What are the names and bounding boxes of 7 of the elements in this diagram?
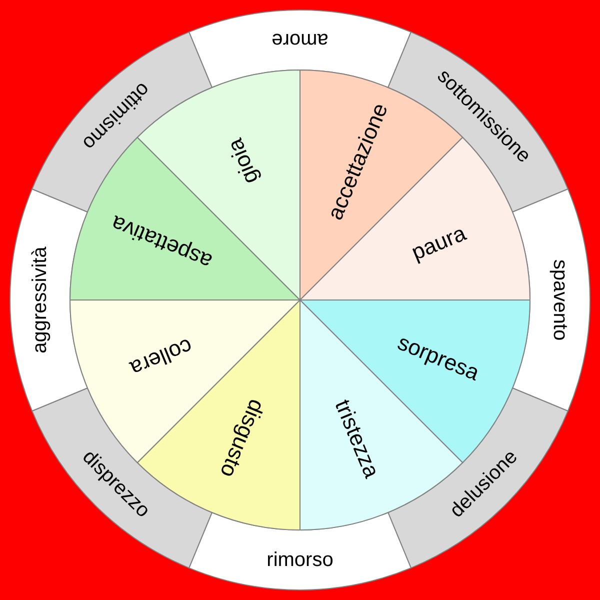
wedge-label: gioia: [222, 135, 264, 188]
segment-label: amore: [272, 29, 328, 51]
segment-label: rimorso: [266, 549, 334, 571]
wedge-label: collera: [126, 333, 196, 382]
wedge-label: paura: [408, 220, 470, 265]
segment-label: spavento: [549, 259, 571, 341]
segment-label: aggressività: [29, 246, 51, 354]
